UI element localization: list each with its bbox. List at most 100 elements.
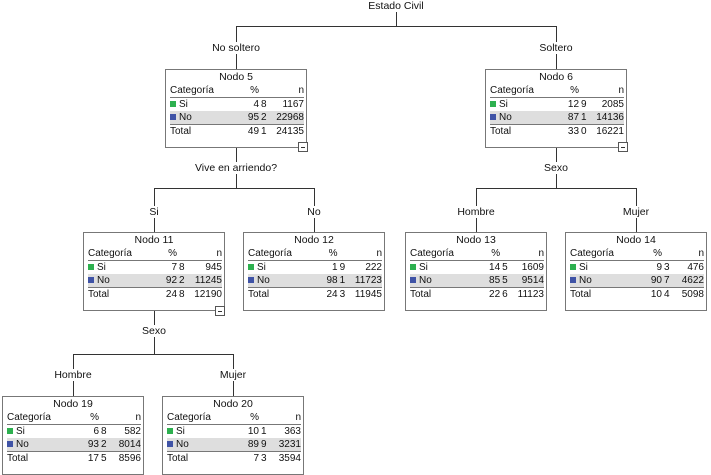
no-n: 11723 [354,274,382,288]
no-pct-decimal: 9 [259,438,277,452]
node-title: Nodo 19 [53,398,93,410]
row-total-label: Total [490,124,553,138]
no-color-swatch [570,277,576,283]
si-color-swatch [410,264,416,270]
no-pct-decimal: 7 [662,274,680,288]
header-categoria: Categoría [170,84,233,98]
no-color-swatch [248,277,254,283]
header-n: n [276,84,304,98]
total-pct-decimal: 6 [500,287,518,301]
node-title: Nodo 20 [213,398,253,410]
node-title: Nodo 11 [134,234,174,246]
header-pct: % [552,84,580,98]
collapse-toggle-node-11[interactable] [215,306,225,316]
no-pct: 85 [473,274,501,288]
no-pct-decimal: 2 [177,274,195,288]
header-n: n [117,411,141,425]
collapse-toggle-node-5[interactable] [298,142,308,152]
row-total-label: Total [88,287,151,301]
collapse-toggle-node-6[interactable] [618,142,628,152]
total-pct-decimal: 8 [177,287,195,301]
no-pct: 89 [231,438,259,452]
si-pct-decimal: 8 [261,99,267,110]
si-pct-decimal: 9 [339,262,346,273]
header-pct: % [473,247,501,261]
node-header-row: Categoría%n [570,247,704,261]
no-pct-decimal: 5 [500,274,518,288]
no-n: 22968 [276,111,304,125]
si-pct-decimal: 8 [101,426,107,437]
split-label-sexo-right: Sexo [542,162,570,174]
total-n: 5098 [680,287,704,301]
row-no-label: No [499,112,512,123]
no-pct-decimal: 2 [259,111,277,125]
branch-label-hombre-left: Hombre [52,369,94,381]
total-pct: 24 [150,287,178,301]
node-header-row: Categoría%n [410,247,544,261]
row-no-label: No [257,275,270,286]
total-n: 12190 [194,287,222,301]
row-si-label: Si [97,262,106,273]
si-color-swatch [170,101,176,107]
si-pct-decimal: 3 [664,262,670,273]
si-n: 1167 [282,99,304,110]
header-pct: % [71,411,99,425]
total-pct-decimal: 3 [337,287,355,301]
header-n: n [596,84,624,98]
node-header-row: Categoría% n [490,84,624,98]
total-pct-decimal: 0 [579,124,597,138]
root-split-label: Estado Civil [366,0,426,12]
header-categoria: Categoría [7,411,71,425]
row-si-label: Si [419,262,428,273]
no-pct-decimal: 1 [337,274,355,288]
node-header-row: Categoría%n [170,84,304,98]
no-color-swatch [88,277,94,283]
header-pct: % [634,247,662,261]
row-si-label: Si [176,426,185,437]
row-si-label: Si [579,262,588,273]
row-si-label: Si [257,262,266,273]
total-pct-decimal: 1 [259,124,277,138]
si-color-swatch [88,264,94,270]
si-pct: 1 [332,262,338,273]
no-pct: 92 [150,274,178,288]
no-n: 3231 [277,438,301,452]
node-title: Nodo 14 [616,234,656,246]
si-pct: 6 [93,426,99,437]
total-n: 8596 [117,451,141,465]
row-total-label: Total [167,451,231,465]
si-n: 945 [205,262,222,273]
total-n: 16221 [596,124,624,138]
si-n: 2085 [601,99,624,110]
si-pct: 7 [171,262,178,273]
total-pct-decimal: 4 [662,287,680,301]
si-pct-decimal: 9 [581,99,587,110]
total-pct: 10 [634,287,662,301]
header-categoria: Categoría [490,84,553,98]
header-n: n [517,247,544,261]
row-total-label: Total [170,124,233,138]
total-n: 3594 [277,451,301,465]
si-color-swatch [248,264,254,270]
